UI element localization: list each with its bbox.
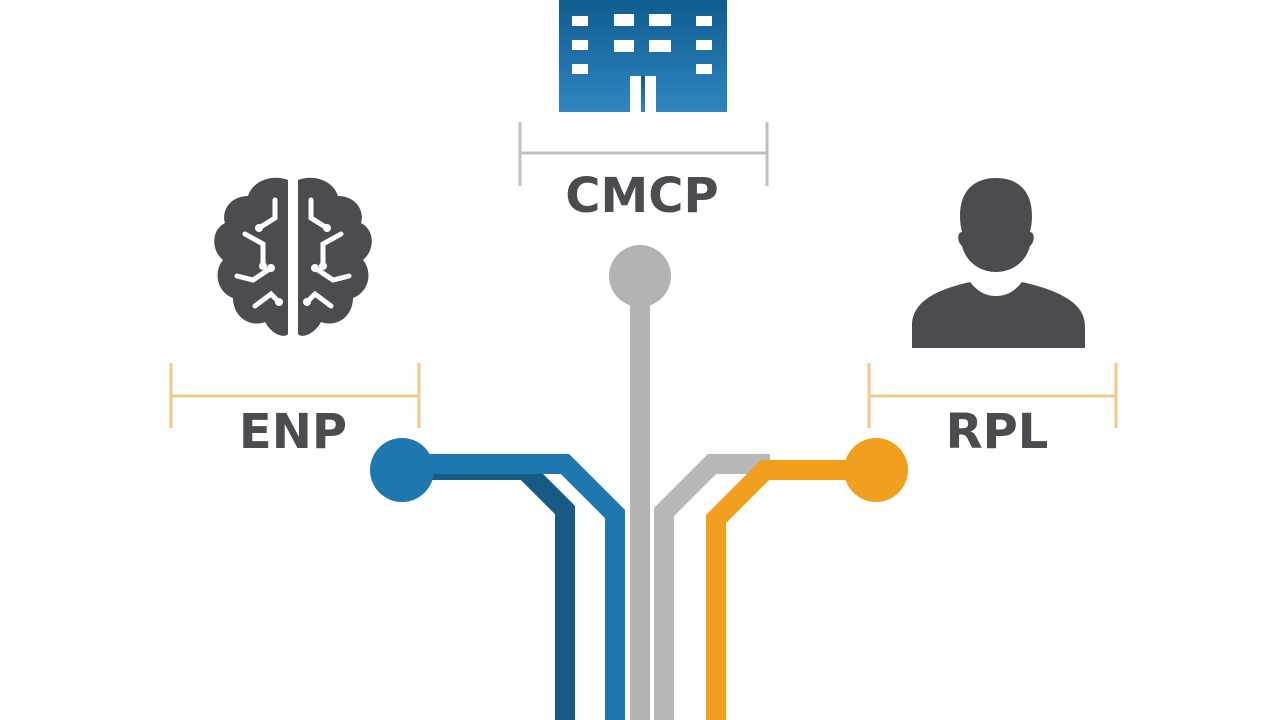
enp-label: ENP: [239, 404, 347, 460]
enp-connector-dark: [402, 460, 575, 720]
cmcp-connector-side: [654, 454, 770, 720]
cmcp-bracket: [518, 122, 769, 186]
rpl-bracket: [867, 363, 1118, 428]
enp-group: ENP: [169, 177, 421, 460]
cmcp-group: CMCP: [518, 0, 769, 224]
brain-icon: [214, 177, 372, 336]
person-icon: [912, 178, 1085, 348]
rpl-group: RPL: [867, 178, 1118, 460]
cmcp-label: CMCP: [565, 168, 718, 224]
enp-connector-main: [402, 454, 625, 720]
circuit-lines: [402, 276, 876, 720]
cmcp-node: [609, 245, 671, 307]
enp-bracket: [169, 363, 421, 428]
enp-node: [370, 438, 434, 502]
building-icon: [559, 0, 727, 112]
rpl-connector: [706, 460, 876, 720]
rpl-label: RPL: [946, 404, 1049, 460]
rpl-node: [844, 438, 908, 502]
